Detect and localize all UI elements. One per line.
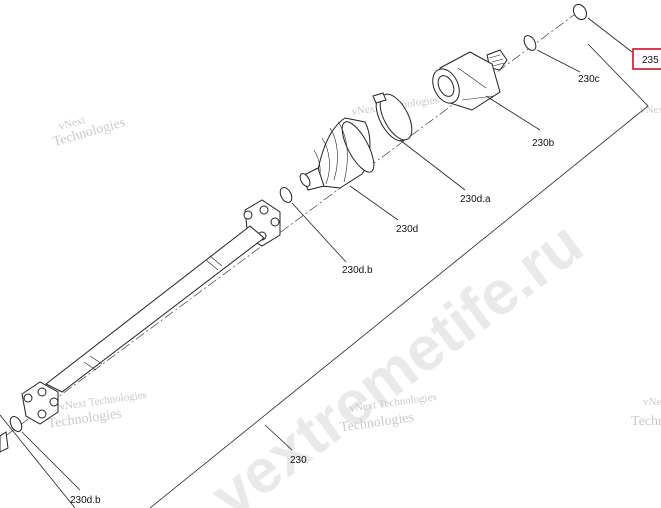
circlip-235: [572, 3, 588, 21]
boot-partial-left: [0, 431, 9, 453]
leader-230d: [349, 185, 399, 221]
leader-230da: [399, 139, 466, 191]
svg-text:vNext: vNext: [643, 396, 661, 408]
leader-230b: [485, 95, 541, 131]
clamp-230d-a: [372, 92, 413, 142]
leader-235: [587, 17, 633, 53]
center-axis: [0, 11, 579, 441]
callout-230c: 230c: [578, 74, 600, 85]
leader-230db-bottom: [21, 431, 81, 491]
callout-230d-b-top: 230d.b: [342, 265, 373, 276]
svg-text:Techno: Techno: [631, 414, 661, 429]
svg-text:vNext: vNext: [640, 104, 661, 116]
callout-230d: 230d: [396, 224, 418, 235]
drive-shaft: [21, 199, 281, 425]
callout-230d-a: 230d.a: [460, 194, 491, 205]
leader-230c: [536, 49, 581, 73]
callout-235: 235: [642, 55, 659, 66]
ring-230c: [523, 35, 537, 51]
site-watermark: vextremetife.ru: [199, 209, 596, 508]
leader-230: [264, 424, 293, 451]
boot-230d: [299, 117, 375, 191]
callout-230d-b-bottom: 230d.b: [70, 495, 101, 506]
watermark-6: vNext Techno: [631, 396, 661, 429]
assembly-bracket-230: [149, 43, 649, 508]
watermark-5: vNext: [640, 104, 661, 116]
callout-230: 230: [290, 455, 307, 466]
bracket-230-lower: [0, 414, 76, 508]
highlight-box-235: [632, 48, 661, 70]
cv-joint-230b: [432, 49, 508, 111]
watermark-1: vNext Technologies: [51, 114, 127, 150]
ring-230db-bottom: [9, 416, 23, 432]
callout-230b: 230b: [532, 138, 555, 149]
ring-230db-top: [279, 187, 293, 203]
leader-230db-top: [291, 202, 347, 263]
